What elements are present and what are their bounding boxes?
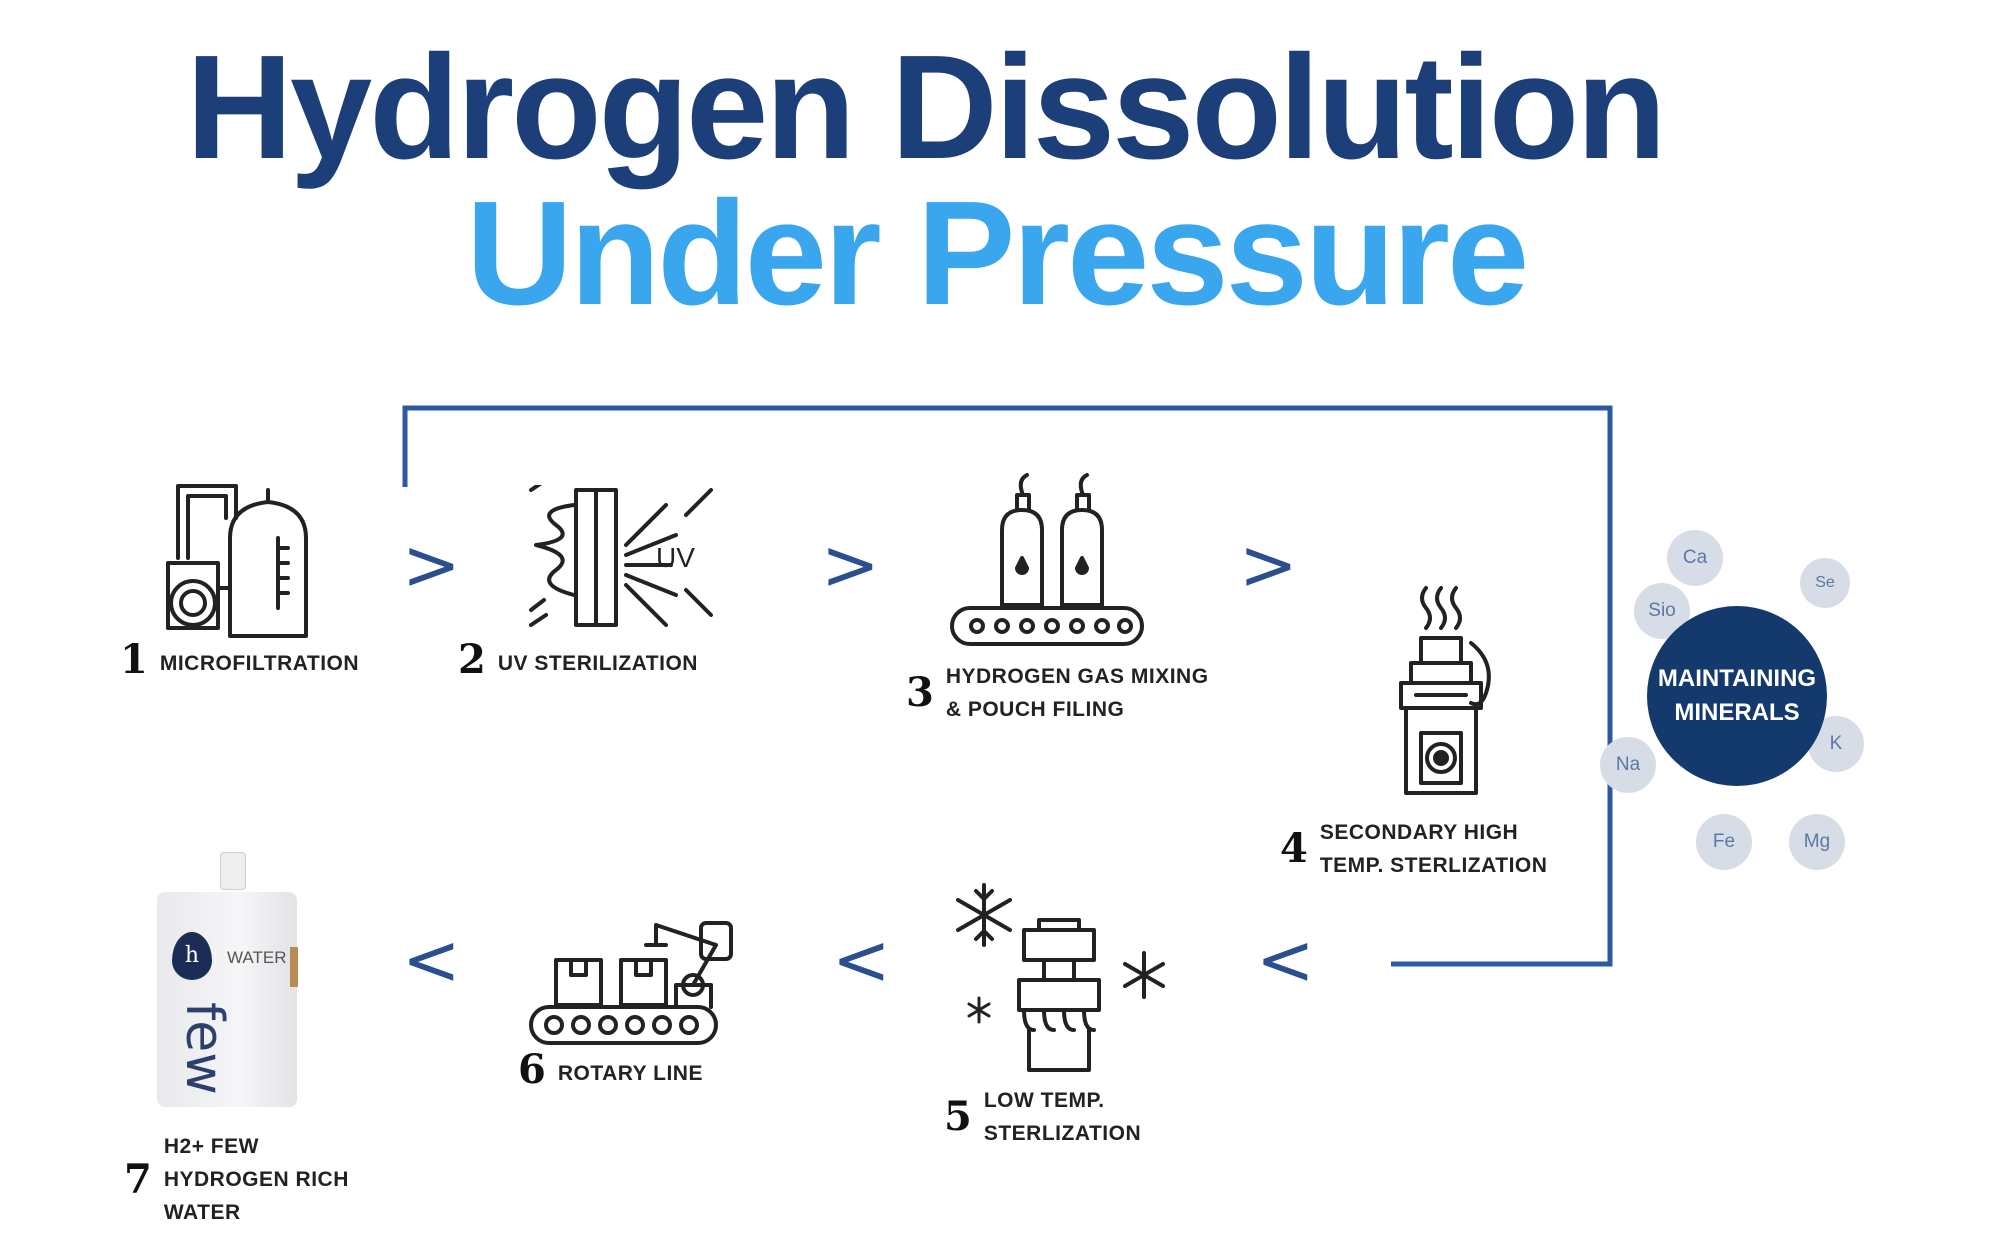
step-text: SECONDARY HIGH — [1319, 821, 1519, 844]
step-text: LOW TEMP. — [983, 1089, 1105, 1112]
step-number: 3 — [906, 669, 934, 716]
minerals-text: MINERALS — [1674, 699, 1800, 726]
cold-sterilizer-icon — [956, 883, 1165, 1072]
maintaining-minerals-circle: MAINTAINING MINERALS — [1647, 606, 1827, 786]
step-text: H2+ FEW — [163, 1135, 259, 1158]
step-text: MICROFILTRATION — [159, 652, 360, 675]
arrow-left-icon: < — [402, 919, 461, 1001]
robot-conveyor-icon — [529, 921, 733, 1045]
title-line-2: Under Pressure — [466, 171, 1529, 336]
step-number: 1 — [120, 636, 148, 683]
step-text: WATER — [163, 1201, 241, 1224]
pouch-badge: h — [172, 932, 212, 980]
step-5-label: 5 LOW TEMP. STERLIZATION — [944, 1084, 1141, 1150]
heat-sterilizer-icon — [1399, 586, 1491, 795]
step-text: HYDROGEN GAS MIXING — [945, 665, 1209, 688]
step-number: 6 — [518, 1046, 546, 1093]
arrow-left-icon: < — [1256, 919, 1315, 1001]
mineral-mg: Mg — [1789, 814, 1845, 870]
step-text: & POUCH FILING — [945, 698, 1125, 721]
step-3-label: 3 HYDROGEN GAS MIXING & POUCH FILING — [906, 660, 1209, 726]
gas-cylinders-conveyor-icon — [950, 473, 1144, 646]
step-text: TEMP. STERLIZATION — [1319, 854, 1548, 877]
step-number: 2 — [458, 636, 486, 683]
step-text: ROTARY LINE — [557, 1062, 703, 1085]
pouch-label: WATER — [227, 948, 287, 967]
arrow-right-icon: > — [1239, 524, 1298, 606]
mineral-na: Na — [1600, 737, 1656, 793]
step-1-label: 1 MICROFILTRATION — [120, 640, 359, 680]
step-number: 5 — [944, 1093, 972, 1140]
step-text: STERLIZATION — [983, 1122, 1142, 1145]
step-4-label: 4 SECONDARY HIGH TEMP. STERLIZATION — [1280, 816, 1547, 882]
arrow-right-icon: > — [821, 524, 880, 606]
title-line-1: Hydrogen Dissolution — [186, 25, 1667, 190]
step-7-label: 7 H2+ FEW HYDROGEN RICH WATER — [124, 1130, 349, 1229]
uv-lamp-icon: UV — [529, 485, 713, 627]
filtration-tank-icon — [166, 484, 308, 638]
step-text: HYDROGEN RICH — [163, 1168, 349, 1191]
water-pouch-icon: h WATER few — [152, 852, 302, 1110]
pouch-brand: few — [174, 1002, 234, 1095]
mineral-fe: Fe — [1696, 814, 1752, 870]
mineral-se: Se — [1800, 558, 1850, 608]
arrow-right-icon: > — [402, 524, 461, 606]
mineral-ca: Ca — [1667, 530, 1723, 586]
step-number: 4 — [1280, 825, 1308, 872]
step-2-label: 2 UV STERILIZATION — [458, 640, 698, 680]
arrow-left-icon: < — [832, 919, 891, 1001]
uv-text: UV — [656, 542, 695, 573]
step-text: UV STERILIZATION — [497, 652, 698, 675]
step-number: 7 — [124, 1155, 152, 1203]
step-6-label: 6 ROTARY LINE — [518, 1050, 703, 1090]
minerals-text: MAINTAINING — [1657, 665, 1817, 692]
